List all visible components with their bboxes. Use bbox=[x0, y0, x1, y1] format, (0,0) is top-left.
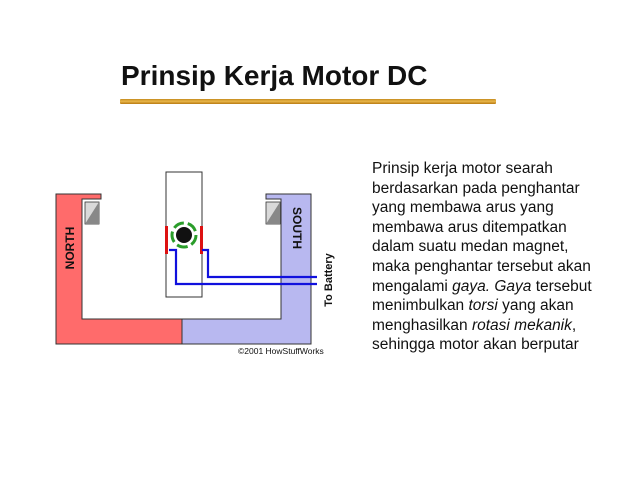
body-line: yang membawa arus yang bbox=[372, 198, 612, 218]
north-label: NORTH bbox=[63, 227, 77, 270]
body-segment: sehingga motor akan berputar bbox=[372, 336, 579, 354]
body-emphasis: gaya. Gaya bbox=[452, 277, 532, 295]
body-segment: berdasarkan pada penghantar bbox=[372, 179, 580, 197]
body-segment: dalam suatu medan magnet, bbox=[372, 238, 569, 256]
body-line: membawa arus ditempatkan bbox=[372, 218, 612, 238]
coil-bracket-left bbox=[165, 226, 168, 254]
south-label: SOUTH bbox=[290, 207, 304, 249]
body-emphasis: torsi bbox=[468, 297, 498, 315]
body-segment: mengalami bbox=[372, 277, 453, 295]
wire-lower bbox=[202, 248, 317, 279]
rotor-core bbox=[176, 227, 192, 243]
title-underline bbox=[120, 99, 496, 104]
body-line: mengalami gaya. Gaya tersebut bbox=[372, 277, 612, 297]
body-segment: yang akan bbox=[497, 297, 574, 315]
slide-title: Prinsip Kerja Motor DC bbox=[121, 60, 428, 91]
body-segment: tersebut bbox=[531, 277, 592, 295]
north-pole-chip-shade bbox=[85, 202, 99, 224]
wire-upper bbox=[169, 248, 317, 286]
body-line: Prinsip kerja motor searah bbox=[372, 159, 612, 179]
body-segment: yang membawa arus yang bbox=[372, 199, 554, 217]
body-segment: membawa arus ditempatkan bbox=[372, 218, 567, 236]
battery-label: To Battery bbox=[323, 252, 335, 306]
south-pole-chip-shade bbox=[266, 202, 280, 224]
body-segment: , bbox=[571, 316, 577, 334]
body-text: Prinsip kerja motor searah berdasarkan pa… bbox=[372, 159, 612, 355]
body-segment: Prinsip kerja motor searah bbox=[372, 160, 553, 177]
body-line: menimbulkan torsi yang akan bbox=[372, 296, 612, 316]
body-line: maka penghantar tersebut akan bbox=[372, 257, 612, 277]
south-magnet bbox=[181, 193, 312, 345]
coil-bracket-right bbox=[200, 226, 203, 254]
north-magnet bbox=[55, 193, 183, 345]
body-line: menghasilkan rotasi mekanik, bbox=[372, 316, 612, 336]
body-segment: menghasilkan bbox=[372, 316, 472, 334]
body-line: berdasarkan pada penghantar bbox=[372, 179, 612, 199]
body-emphasis: rotasi mekanik bbox=[471, 316, 572, 334]
body-segment: maka penghantar tersebut akan bbox=[372, 257, 591, 275]
body-line: dalam suatu medan magnet, bbox=[372, 237, 612, 257]
rotor-ring bbox=[170, 221, 198, 249]
credit-text: ©2001 HowStuffWorks bbox=[238, 346, 324, 356]
body-line: sehingga motor akan berputar bbox=[372, 335, 612, 355]
dc-motor-diagram: NORTH SOUTH To Battery ©2001 HowStuffWor… bbox=[55, 171, 335, 356]
body-segment: menimbulkan bbox=[372, 297, 469, 315]
